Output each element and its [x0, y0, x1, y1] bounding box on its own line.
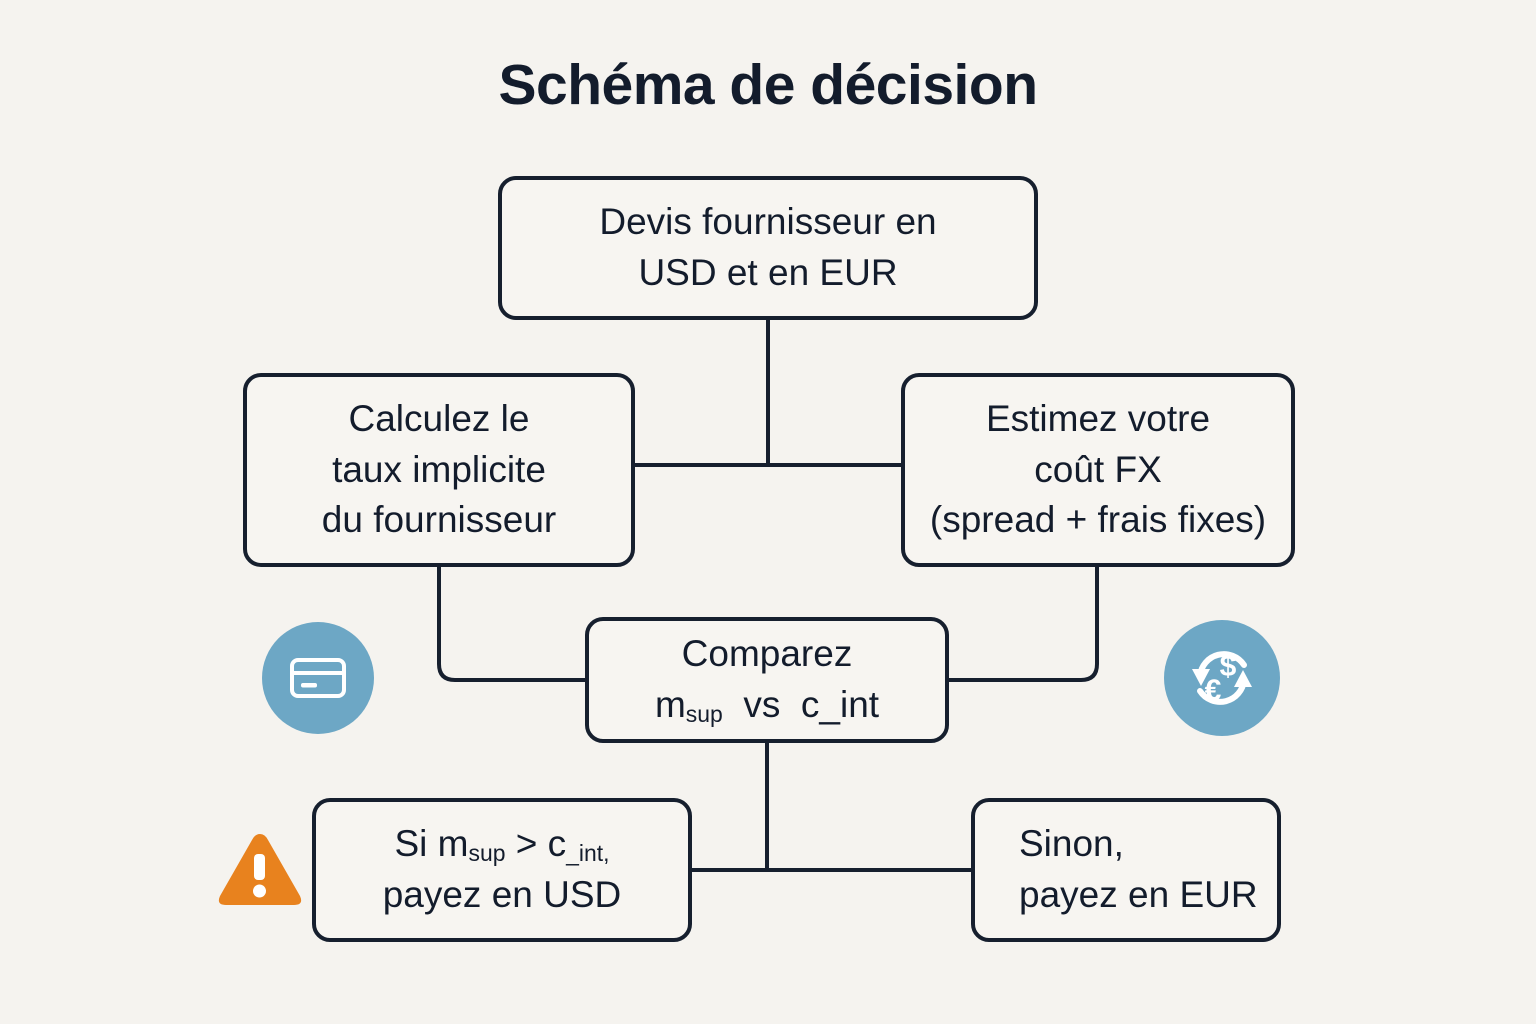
condition-subscript-2: _int [566, 840, 604, 867]
node-calculez-taux-implicite[interactable]: Calculez le taux implicite du fournisseu… [243, 373, 635, 567]
formula-subscript-1: sup [685, 701, 723, 728]
condition-term-2: c [547, 823, 567, 865]
edge-fx-to-compare [949, 567, 1099, 682]
node-line: taux implicite [332, 448, 546, 490]
condition-operator: > [515, 823, 538, 865]
formula-term-2: c_int [800, 684, 880, 725]
node-line: du fournisseur [321, 499, 557, 541]
edge-rate-to-compare [437, 567, 585, 682]
node-line: coût FX [1034, 448, 1162, 490]
formula-operator: vs [743, 684, 781, 725]
formula-term-1: m [654, 684, 686, 725]
node-line: Comparez [681, 633, 853, 675]
page-title: Schéma de décision [498, 53, 1038, 117]
node-comparez[interactable]: Comparez msup vs c_int [585, 617, 949, 743]
node-line: Estimez votre [985, 397, 1211, 439]
node-line: (spread + frais fixes) [929, 499, 1267, 541]
node-line: USD et en EUR [638, 252, 898, 293]
node-condition: Si msup > c_int, [394, 819, 609, 870]
node-payez-en-usd[interactable]: Si msup > c_int, payez en USD [312, 798, 692, 942]
node-line: Calculez le [348, 397, 530, 439]
node-estimez-cout-fx[interactable]: Estimez votre coût FX (spread + frais fi… [901, 373, 1295, 567]
condition-lead: Si m [394, 823, 469, 865]
node-line: Sinon, [1019, 823, 1124, 865]
warning-triangle-icon [212, 826, 308, 916]
currency-exchange-icon: $ € [1164, 620, 1280, 736]
condition-subscript-1: sup [468, 840, 506, 867]
node-payez-en-eur[interactable]: Sinon, payez en EUR [971, 798, 1281, 942]
node-formula: msup vs c_int [655, 680, 879, 731]
node-line: payez en EUR [1019, 874, 1258, 915]
credit-card-icon [262, 622, 374, 734]
node-devis-fournisseur[interactable]: Devis fournisseur en USD et en EUR [498, 176, 1038, 320]
node-line: payez en USD [382, 874, 622, 915]
condition-trailing: , [603, 840, 610, 867]
svg-text:$: $ [1220, 650, 1237, 683]
node-line: Devis fournisseur en [599, 201, 937, 243]
svg-text:€: € [1205, 674, 1222, 707]
